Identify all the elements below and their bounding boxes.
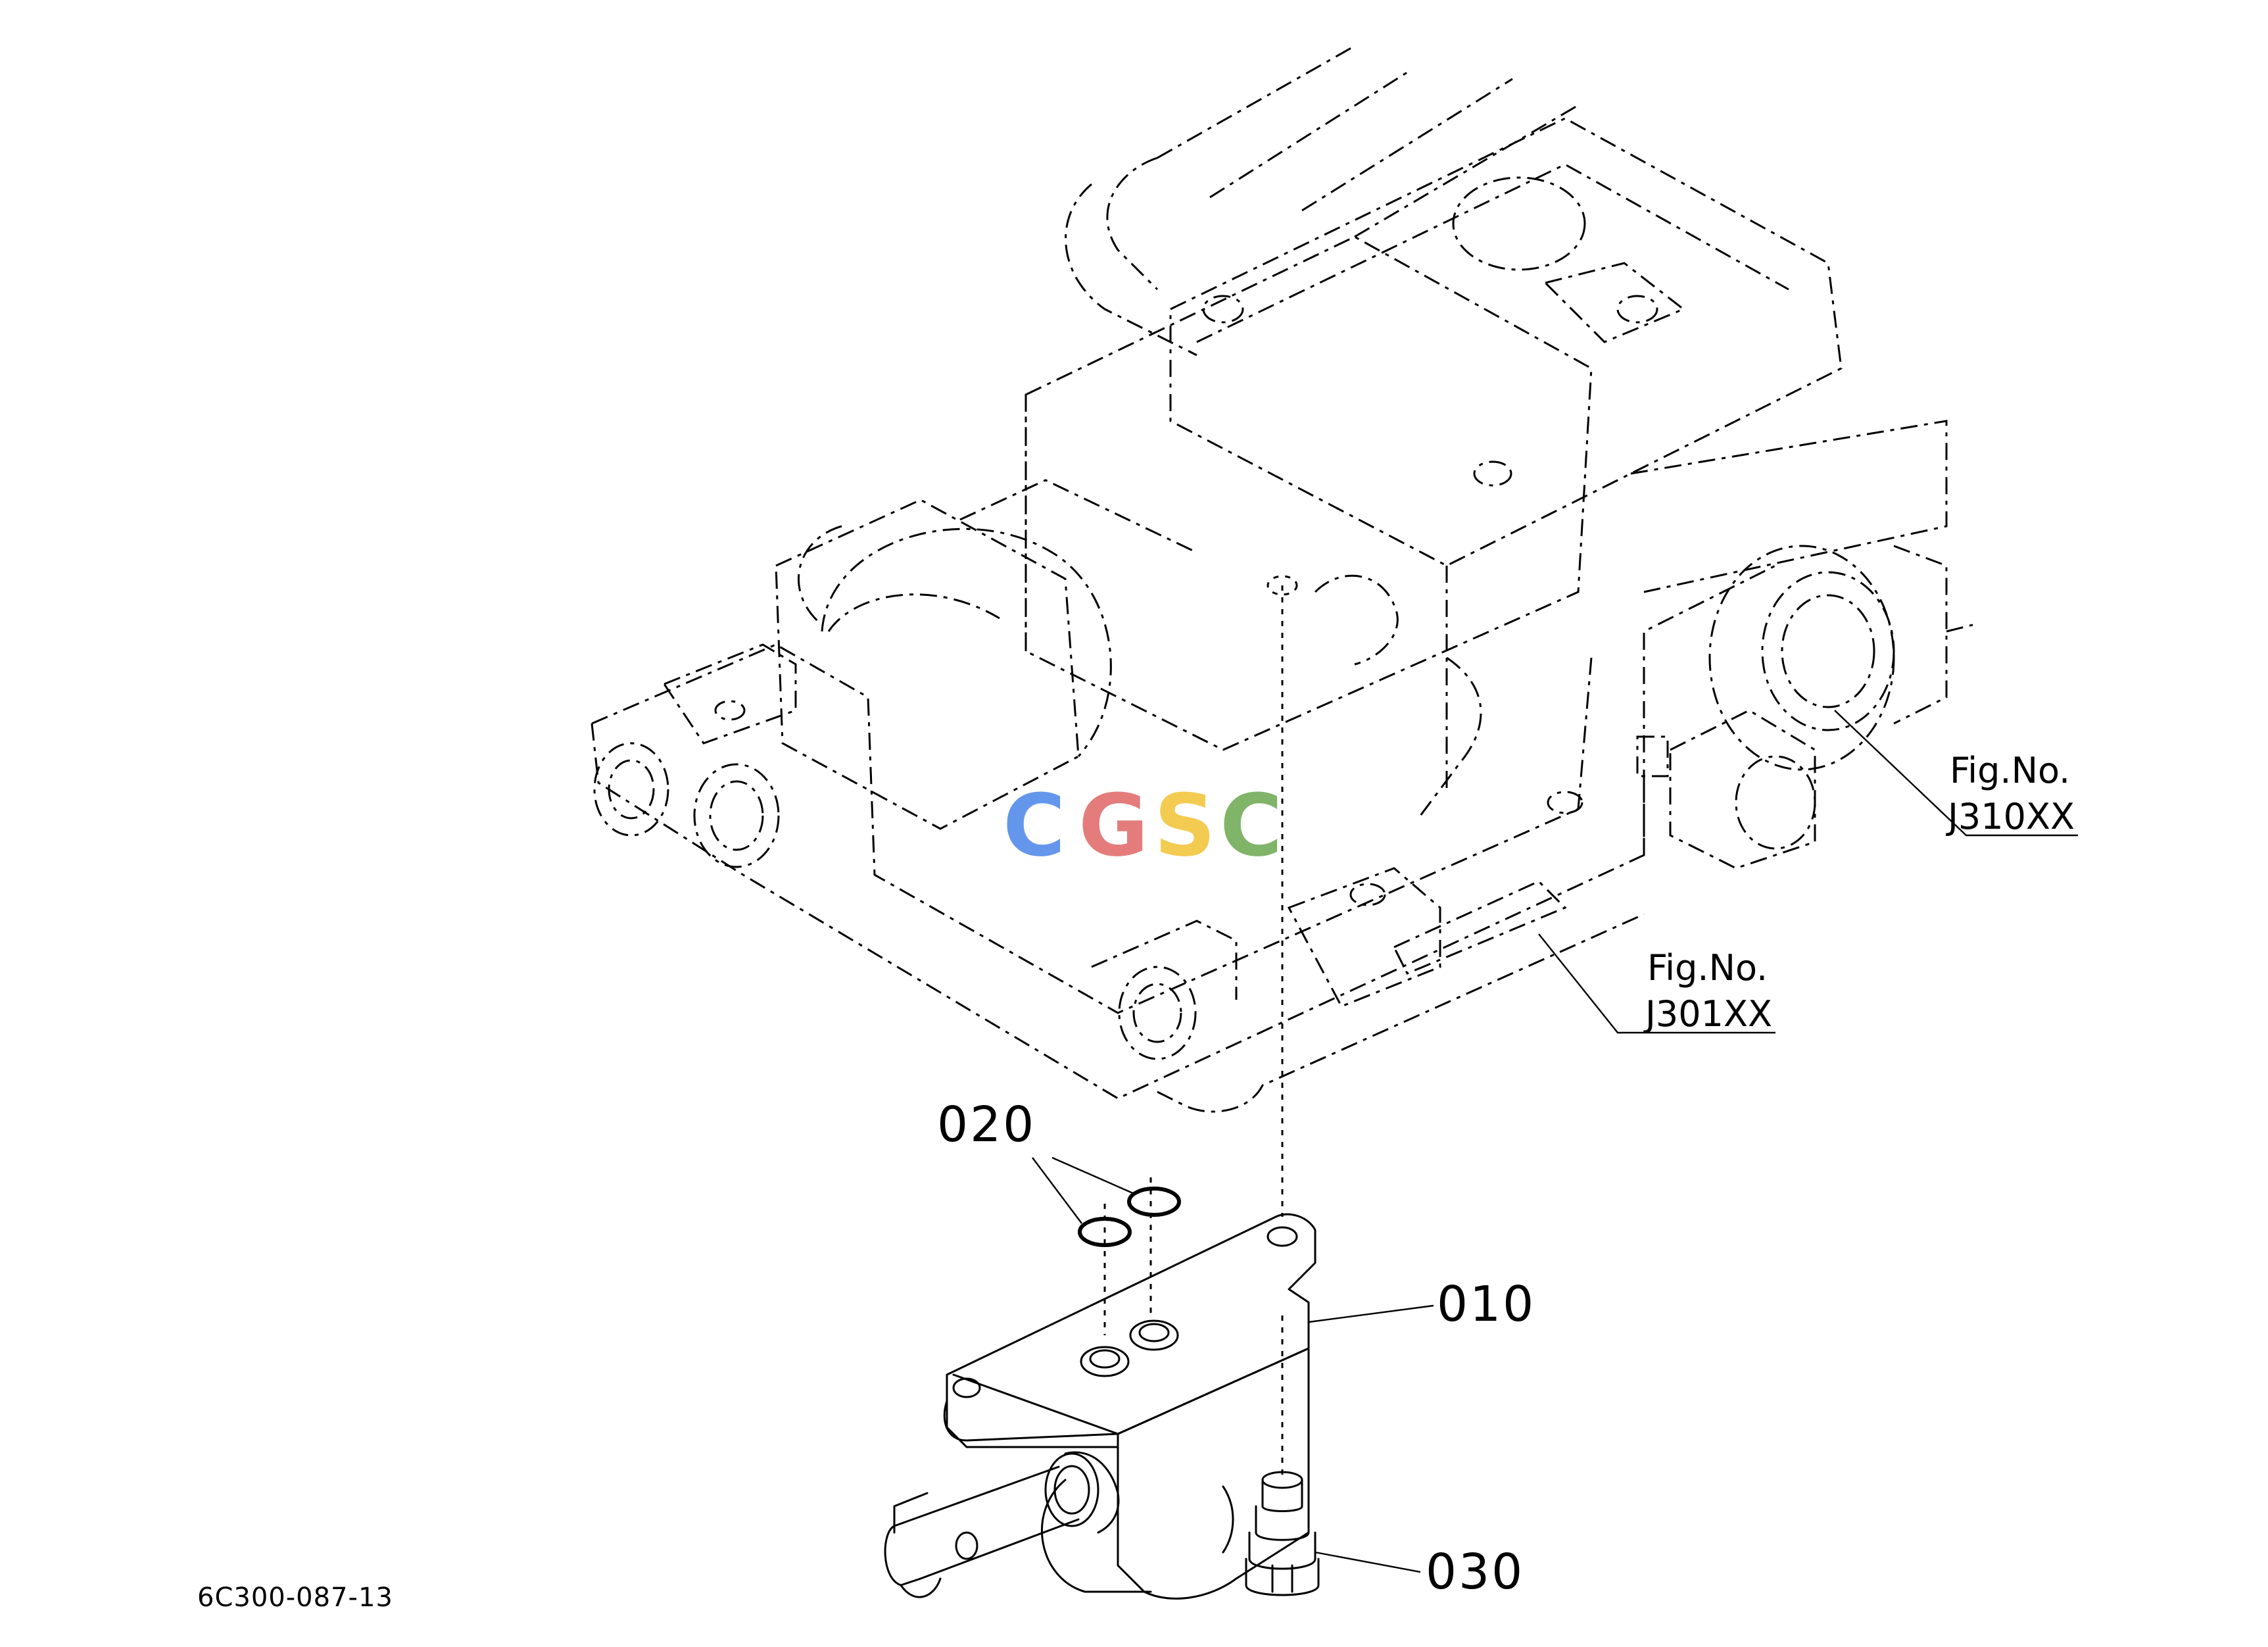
fitting-030	[1245, 1471, 1320, 1596]
fig-ref-prefix: Fig.No.	[1950, 750, 2070, 791]
figure-reference-j310xx[interactable]: Fig.No. J310XX	[1946, 750, 2075, 837]
watermark-letter: G	[1078, 775, 1149, 875]
watermark-logo: C G S C	[1003, 775, 1282, 875]
part-label-010: 010	[1437, 1276, 1535, 1333]
drawing-code: 6C300-087-13	[197, 1583, 393, 1613]
valve-body-010	[884, 1213, 1316, 1600]
watermark-letter: C	[1003, 775, 1065, 875]
fig-ref-number: J301XX	[1643, 993, 1772, 1035]
fig-ref-number: J310XX	[1946, 796, 2075, 837]
o-rings-020	[1078, 1187, 1181, 1247]
fig-ref-prefix: Fig.No.	[1647, 947, 1768, 989]
part-label-030: 030	[1426, 1544, 1524, 1600]
watermark-letter: C	[1220, 775, 1282, 875]
figure-reference-j301xx[interactable]: Fig.No. J301XX	[1643, 947, 1772, 1035]
hydraulic-housing-phantom	[591, 45, 1973, 1113]
part-label-020: 020	[937, 1096, 1036, 1153]
watermark-letter: S	[1154, 775, 1216, 875]
leader-lines	[1032, 710, 2078, 1573]
assembly-center-lines	[1103, 575, 1298, 1480]
